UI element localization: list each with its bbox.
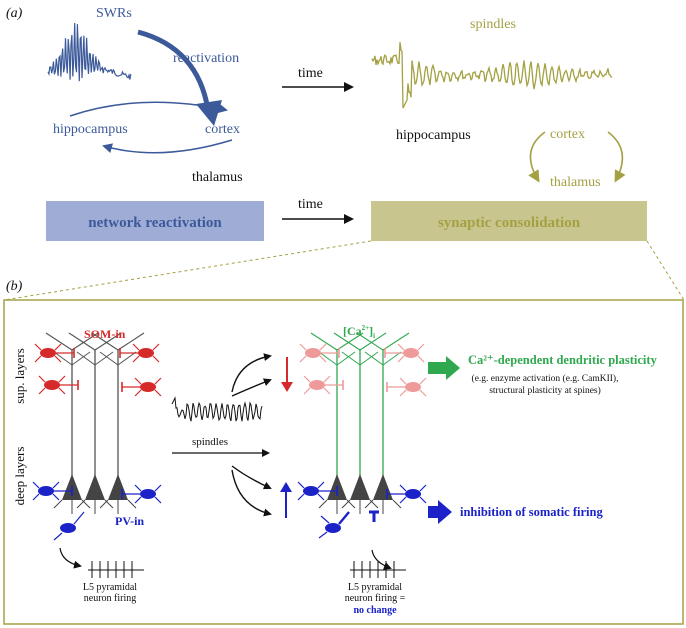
mid-spindle-trace	[171, 396, 263, 422]
time-label-bottom: time	[298, 197, 323, 212]
right-raster-arrow	[371, 549, 392, 570]
thalamus-label: thalamus	[192, 170, 243, 185]
left-pv-interneuron-2	[121, 484, 162, 504]
right-pyramidal-soma-2	[373, 474, 393, 500]
ca-sub: i	[373, 332, 375, 340]
blue-outcome-arrow	[428, 500, 452, 524]
som-in-label: SOM-in	[84, 327, 126, 341]
cortex-label-2: cortex	[550, 127, 585, 142]
cortex-label: cortex	[205, 122, 240, 137]
deep-layers-label: deep layers	[12, 447, 27, 506]
right-pv-interneuron-1	[297, 481, 338, 501]
loop-bottom-arrow	[102, 139, 233, 154]
synaptic-consolidation-label: synaptic consolidation	[438, 215, 581, 231]
zoom-line-right	[646, 240, 685, 301]
plasticity-line1: (e.g. enzyme activation (e.g. CamKII),	[472, 373, 619, 384]
panel-b-frame	[3, 299, 684, 625]
branch-arrow-3	[231, 465, 272, 490]
hippocampus-label: hippocampus	[53, 122, 128, 137]
branch-arrow-2	[231, 378, 272, 397]
plasticity-line2: structural plasticity at spines)	[489, 385, 601, 396]
reactivation-arrow	[137, 29, 211, 111]
left-pyramidal-soma-2	[108, 474, 128, 500]
right-spike-raster	[350, 561, 406, 578]
time-label-top: time	[298, 66, 323, 81]
right-som-interneuron-4	[386, 377, 427, 397]
swr-trace	[47, 22, 132, 82]
right-circuit	[297, 332, 427, 539]
swrs-label: SWRs	[96, 6, 132, 21]
right-pv-interneuron-3	[318, 510, 379, 539]
panel-b-label: (b)	[6, 279, 23, 294]
panel-b: (b) sup. layers deep layers SOM-in PV-in…	[3, 279, 684, 625]
no-change-label: no change	[353, 605, 397, 616]
sup-layers-label: sup. layers	[12, 348, 27, 404]
blue-up-arrow-head	[280, 482, 292, 492]
right-som-interneuron-1	[299, 343, 340, 363]
thalamus-label-2: thalamus	[550, 175, 601, 190]
zoom-line-left	[3, 240, 372, 301]
spindles-label: spindles	[470, 17, 516, 32]
left-pv-interneuron-1	[32, 481, 73, 501]
network-reactivation-box	[46, 201, 264, 241]
right-pyramidal-soma-1	[350, 474, 370, 500]
left-pyramidal-soma-1	[85, 474, 105, 500]
left-som-interneuron-4	[121, 377, 162, 397]
left-som-interneuron-2	[38, 375, 79, 395]
right-som-interneuron-2	[303, 375, 344, 395]
branch-arrow-4	[231, 469, 272, 517]
red-down-arrow-head	[281, 382, 293, 392]
left-circuit	[32, 332, 162, 541]
left-pv-interneuron-3	[53, 511, 85, 541]
left-som-interneuron-3	[119, 343, 160, 363]
reactivation-label: reactivation	[173, 51, 239, 66]
l5-left-line2: neuron firing	[84, 593, 137, 604]
plasticity-title: Ca²⁺-dependent dendritic plasticity	[468, 353, 658, 367]
green-outcome-arrow	[428, 356, 460, 380]
network-reactivation-label: network reactivation	[88, 215, 222, 231]
panel-a: (a) SWRs reactivation hippocampus cortex…	[3, 6, 685, 301]
right-pv-interneuron-2	[386, 484, 427, 504]
right-som-interneuron-3	[384, 343, 425, 363]
ca-label: [Ca2+]i	[343, 324, 375, 340]
left-spike-raster	[88, 561, 144, 578]
l5-right-line2: neuron firing =	[345, 593, 406, 604]
loop-top-arrow	[69, 101, 228, 117]
l5-left-line1: L5 pyramidal	[83, 582, 137, 593]
ca-main: [Ca	[343, 324, 362, 338]
branch-arrow-1	[231, 353, 272, 393]
olive-arrow-left	[528, 131, 546, 183]
panel-a-label: (a)	[6, 6, 23, 21]
left-som-interneuron-1	[34, 343, 75, 363]
pv-in-label: PV-in	[115, 514, 144, 528]
inhibition-label: inhibition of somatic firing	[460, 505, 603, 519]
hippocampus-label-2: hippocampus	[396, 128, 471, 143]
olive-arrow-right	[607, 131, 626, 183]
spindle-trace	[371, 42, 613, 109]
ca-sup: 2+	[362, 324, 370, 332]
left-raster-arrow	[59, 547, 82, 569]
synaptic-consolidation-box	[371, 201, 647, 241]
mid-spindles-label: spindles	[192, 436, 228, 448]
l5-right-line1: L5 pyramidal	[348, 582, 402, 593]
